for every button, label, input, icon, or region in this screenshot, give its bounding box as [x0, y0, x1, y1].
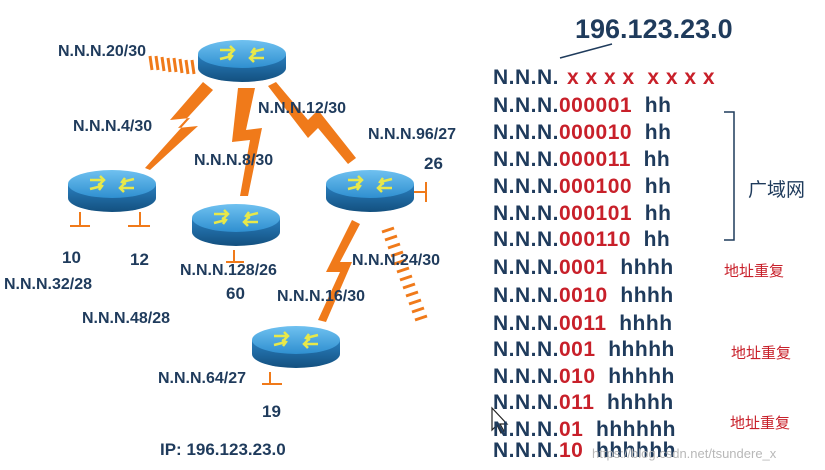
row-bits: 001 [559, 338, 596, 361]
link-label: N.N.N.128/26 [180, 262, 277, 279]
row-prefix: N.N.N. [493, 94, 559, 117]
row-prefix: N.N.N. [493, 365, 559, 388]
host-count: 60 [226, 284, 245, 303]
row-hosts: hh [630, 148, 671, 171]
link-label: N.N.N.64/27 [158, 370, 247, 387]
row-prefix: N.N.N. [493, 256, 559, 279]
subnet-row: N.N.N.0011 hhhh [493, 312, 673, 336]
link-label: N.N.N.96/27 [368, 126, 457, 143]
serial-link-8 [232, 88, 262, 196]
row-prefix: N.N.N. [493, 121, 559, 144]
host-count: 12 [130, 250, 149, 269]
row-prefix: N.N.N. [493, 66, 559, 89]
router-right [324, 168, 416, 214]
link-label: N.N.N.32/28 [4, 276, 93, 293]
row-bits: 000011 [559, 148, 631, 171]
row-bits: 010 [559, 365, 596, 388]
subnet-row: N.N.N.000011 hh [493, 148, 670, 172]
network-address: 196.123.23.0 [575, 14, 733, 44]
subnet-row: N.N.N.000101 hh [493, 202, 671, 226]
router-bottom [250, 324, 342, 370]
subnet-row: N.N.N.000010 hh [493, 121, 671, 145]
link-label: N.N.N.4/30 [73, 118, 153, 135]
link-label: N.N.N.48/28 [82, 310, 171, 327]
footer-ip: IP: 196.123.23.0 [160, 440, 286, 459]
row-hosts: hhhhhh [583, 418, 676, 441]
subnet-row: N.N.N.0010 hhhh [493, 284, 674, 308]
row-hosts: hhhh [607, 256, 674, 279]
router-top [196, 38, 288, 84]
row-prefix: N.N.N. [493, 175, 559, 198]
ethernet-link-24 [381, 226, 428, 322]
row-bits: 000101 [559, 202, 633, 225]
watermark: https://blog.csdn.net/tsundere_x [592, 446, 777, 461]
row-hosts: hh [632, 121, 672, 144]
duplicate-note: 地址重复 [730, 414, 791, 432]
row-hosts: hh [632, 202, 672, 225]
subnet-row: N.N.N.001 hhhhh [493, 338, 675, 362]
row-bits: 0011 [559, 312, 607, 335]
link-label: N.N.N.24/30 [352, 252, 441, 269]
row-hosts: hhhh [607, 284, 674, 307]
duplicate-note: 地址重复 [731, 344, 792, 362]
subnet-row: N.N.N.0001 hhhh [493, 256, 674, 280]
row-prefix: N.N.N. [493, 338, 559, 361]
row-prefix: N.N.N. [493, 148, 559, 171]
serial-link-16 [318, 220, 360, 322]
row-hosts: hh [632, 94, 672, 117]
row-bits: 10 [559, 439, 584, 462]
subnet-row: N.N.N.000100 hh [493, 175, 671, 199]
subnet-row: N.N.N.011 hhhhh [493, 391, 674, 415]
row-hosts: hhhh [606, 312, 673, 335]
row-bits: 011 [559, 391, 595, 414]
row-bits: 000100 [559, 175, 633, 198]
row-bits: 000010 [559, 121, 633, 144]
link-label: N.N.N.12/30 [258, 100, 347, 117]
mouse-cursor-icon [491, 406, 509, 434]
row-hosts: hhhhh [595, 365, 675, 388]
link-label: N.N.N.20/30 [58, 43, 147, 60]
router-center [190, 202, 282, 248]
link-label: N.N.N.16/30 [277, 288, 366, 305]
row-hosts: hh [632, 175, 672, 198]
row-bits: x x x x x x x x [567, 66, 716, 89]
host-count: 19 [262, 402, 281, 421]
row-prefix: N.N.N. [493, 202, 559, 225]
row-prefix: N.N.N. [493, 228, 559, 251]
subnet-row: N.N.N.10 hhhhhh [493, 439, 676, 463]
ethernet-links [148, 55, 428, 322]
row-bits: 000110 [559, 228, 631, 251]
row-hosts: hhhhh [594, 391, 674, 414]
row-bits: 000001 [559, 94, 633, 117]
wan-label: 广域网 [748, 179, 806, 201]
link-label: N.N.N.8/30 [194, 152, 274, 169]
subnet-row: N.N.N.000001 hh [493, 94, 671, 118]
row-hosts: hhhhhh [583, 439, 676, 462]
serial-link-4 [145, 82, 213, 170]
row-prefix: N.N.N. [493, 439, 559, 462]
host-count: 26 [424, 154, 443, 173]
router-left [66, 168, 158, 214]
row-bits: 01 [559, 418, 584, 441]
row-hosts: hhhhh [595, 338, 675, 361]
serial-links [145, 82, 360, 322]
row-prefix: N.N.N. [493, 312, 559, 335]
header-row: N.N.N. x x x x x x x x [493, 66, 715, 90]
row-prefix: N.N.N. [493, 391, 559, 414]
subnet-row: N.N.N.01 hhhhhh [493, 418, 676, 442]
row-prefix: N.N.N. [493, 284, 559, 307]
host-count: 10 [62, 248, 81, 267]
row-prefix: N.N.N. [493, 418, 559, 441]
subnet-row: N.N.N.000110 hh [493, 228, 670, 252]
subnet-row: N.N.N.010 hhhhh [493, 365, 675, 389]
row-hosts: hh [630, 228, 671, 251]
row-bits: 0010 [559, 284, 608, 307]
row-bits: 0001 [559, 256, 608, 279]
serial-link-12 [268, 82, 356, 164]
ip-underline [559, 43, 613, 59]
wan-bracket [724, 111, 735, 241]
ethernet-link-20 [148, 55, 196, 75]
duplicate-note: 地址重复 [724, 262, 785, 280]
